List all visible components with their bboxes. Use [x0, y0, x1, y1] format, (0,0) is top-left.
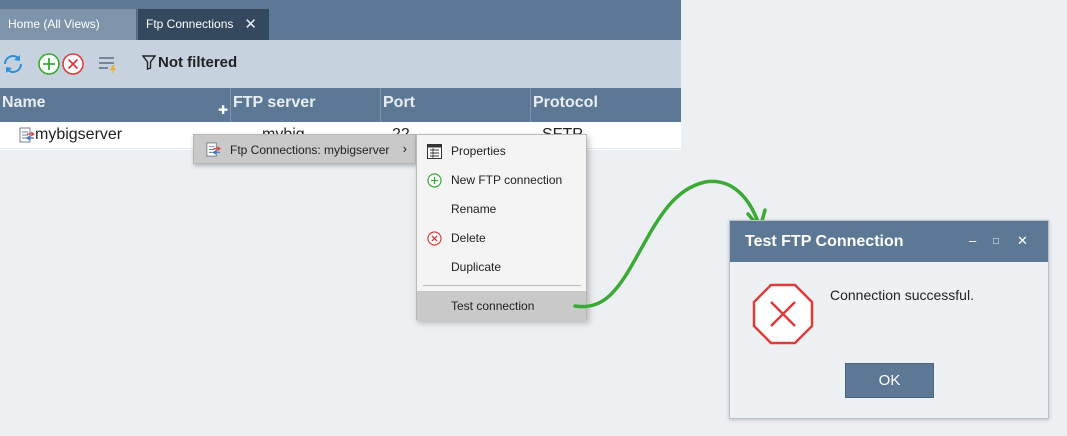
column-headers: Name ✚ FTP server Port Protocol [0, 88, 681, 122]
minimize-icon[interactable]: – [969, 233, 977, 248]
column-protocol-label: Protocol [533, 94, 598, 111]
ftp-connections-app: Home (All Views) Ftp Connections ✕ [0, 0, 681, 150]
menu-item-new-ftp-connection[interactable]: New FTP connection [417, 166, 586, 194]
tab-ftp-connections[interactable]: Ftp Connections ✕ [138, 9, 269, 40]
menu-item-properties[interactable]: Properties [417, 137, 586, 165]
menu-item-label: Properties [451, 144, 506, 158]
menu-item-test-connection[interactable]: Test connection [417, 291, 586, 321]
pin-icon[interactable]: ✚ [217, 103, 228, 117]
add-icon[interactable] [37, 52, 61, 76]
close-icon[interactable]: ✕ [1017, 233, 1028, 248]
funnel-icon [142, 55, 156, 70]
menu-item-label: Rename [451, 202, 497, 216]
properties-icon [427, 144, 442, 159]
column-port-label: Port [383, 94, 415, 111]
dialog-title-bar[interactable]: Test FTP Connection – □ ✕ [730, 221, 1048, 262]
error-octagon-icon [752, 283, 814, 345]
row-name-cell: mybigserver [18, 126, 122, 144]
menu-item-label: Duplicate [451, 260, 502, 274]
menu-item-delete[interactable]: Delete [417, 224, 586, 252]
column-header-ftp-server[interactable]: FTP server [231, 88, 381, 122]
row-name-text: mybigserver [35, 126, 123, 143]
menu-separator [423, 285, 581, 286]
dialog-title: Test FTP Connection [745, 233, 904, 250]
filter-status[interactable]: Not filtered [142, 54, 237, 71]
refresh-icon[interactable] [1, 52, 25, 76]
menu-item-rename[interactable]: Rename [417, 195, 586, 223]
menu-item-label: Test connection [451, 299, 535, 313]
tab-bar: Home (All Views) Ftp Connections ✕ [0, 0, 681, 40]
column-server-label: FTP server [233, 94, 316, 111]
filter-list-icon[interactable] [96, 52, 120, 76]
column-header-protocol[interactable]: Protocol [531, 88, 681, 122]
ok-button[interactable]: OK [845, 363, 934, 398]
ftp-connection-icon [206, 142, 221, 157]
ftp-connection-icon [19, 127, 35, 142]
tab-home-all-views[interactable]: Home (All Views) [0, 9, 137, 40]
filter-label: Not filtered [158, 54, 238, 71]
chevron-right-icon: › [402, 141, 407, 156]
delete-icon[interactable] [61, 52, 85, 76]
maximize-icon[interactable]: □ [993, 236, 1000, 247]
close-tab-icon[interactable]: ✕ [244, 16, 257, 33]
menu-item-label: Delete [451, 231, 486, 245]
menu-item-duplicate[interactable]: Duplicate [417, 253, 586, 281]
context-menu-trigger-label: Ftp Connections: mybigserver [230, 143, 390, 157]
test-ftp-connection-dialog: Test FTP Connection – □ ✕ Connection suc… [729, 220, 1049, 419]
column-header-name[interactable]: Name ✚ [0, 88, 231, 122]
tab-label: Home (All Views) [8, 17, 100, 31]
context-submenu: Properties New FTP connection Rename Del… [416, 134, 587, 321]
dialog-message: Connection successful. [830, 287, 974, 303]
delete-icon [427, 231, 442, 246]
column-header-port[interactable]: Port [381, 88, 531, 122]
column-name-label: Name [2, 94, 46, 111]
toolbar: Not filtered [0, 40, 681, 88]
tab-label: Ftp Connections [146, 17, 234, 31]
add-icon [427, 173, 442, 188]
menu-item-label: New FTP connection [451, 173, 563, 187]
context-menu-ftp-connections-item[interactable]: Ftp Connections: mybigserver › [193, 134, 416, 164]
